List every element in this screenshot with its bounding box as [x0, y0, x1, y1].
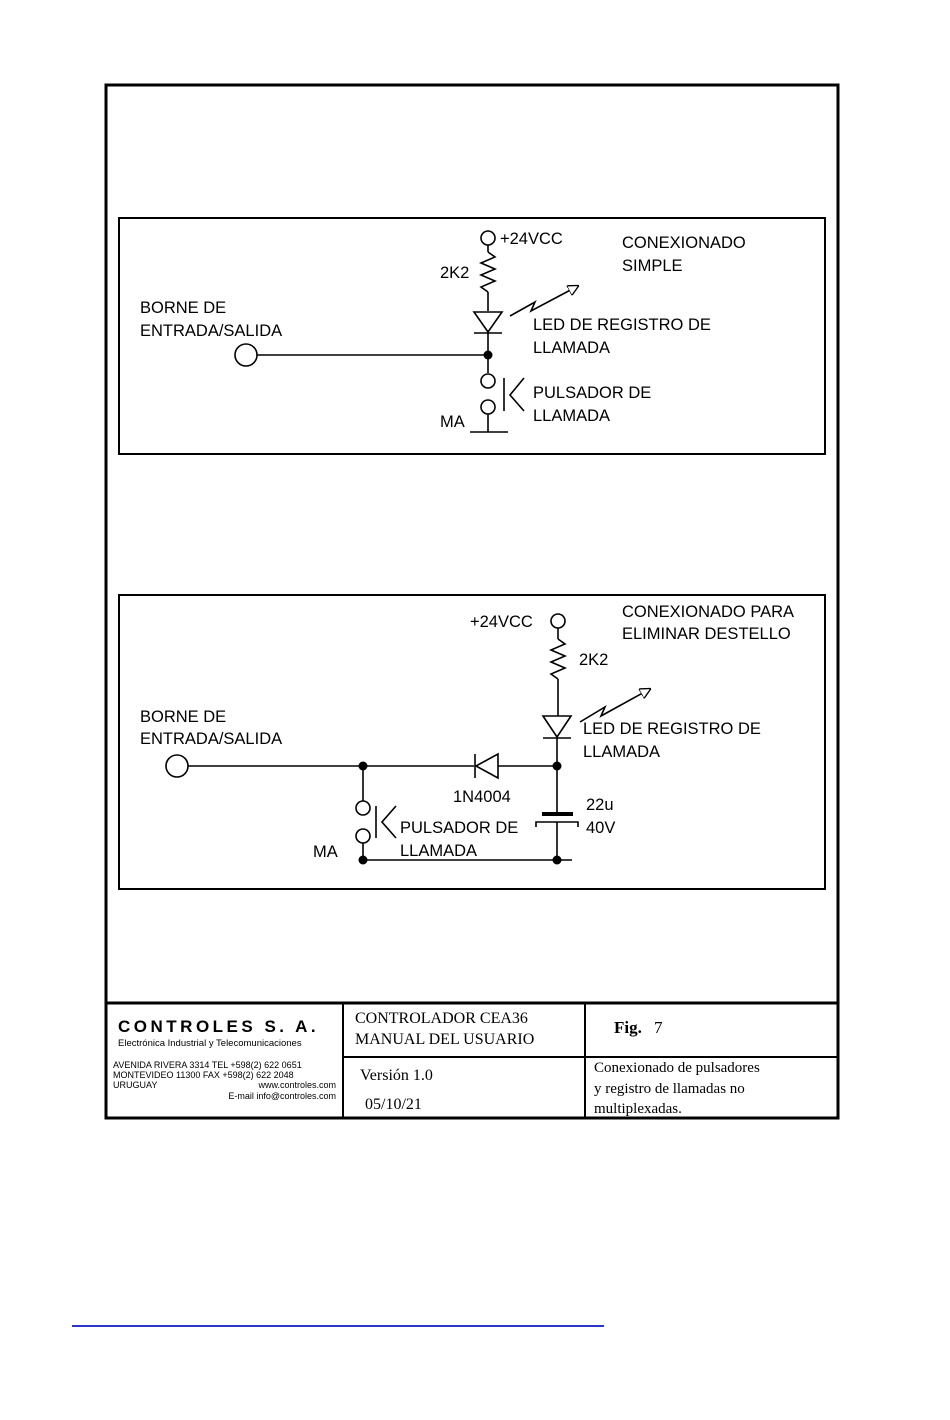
button-contact-top	[355, 800, 371, 816]
ground-label: MA	[440, 413, 465, 431]
button-contact-bottom	[480, 399, 496, 415]
diagram-anti-flicker: +24VCC 2K2 CONEXIONADO PARA ELIMINAR DES…	[118, 594, 826, 890]
fig-label: Fig.	[614, 1018, 642, 1037]
led-symbol	[472, 311, 504, 334]
company-name: CONTROLES S. A.	[118, 1017, 319, 1036]
company-address-line2: MONTEVIDEO 11300 FAX +598(2) 622 2048	[113, 1070, 294, 1080]
diagram-anti-flicker-frame	[118, 594, 826, 890]
led-label-line1: LED DE REGISTRO DE	[583, 720, 761, 738]
diagram-title-line1: CONEXIONADO PARA	[622, 603, 794, 621]
resistor-2k2	[548, 638, 568, 680]
diagram-title-line1: CONEXIONADO	[622, 234, 746, 252]
led-emission-arrow	[509, 286, 578, 317]
title-block: CONTROLES S. A. Electrónica Industrial y…	[106, 1001, 838, 1118]
figure-description-line1: Conexionado de pulsadores	[594, 1060, 760, 1076]
page-frame	[104, 83, 840, 1120]
capacitor-plate-top	[542, 812, 573, 816]
figure-description-line2: y registro de llamadas no	[594, 1081, 745, 1097]
capacitor-label-line2: 40V	[586, 819, 615, 837]
company-address-line3-left: URUGUAY	[113, 1080, 157, 1090]
led-emission-arrow	[579, 689, 650, 723]
supply-terminal	[550, 613, 566, 629]
button-contact-bottom	[355, 828, 371, 844]
button-contact-top	[480, 373, 496, 389]
company-email: E-mail info@controles.com	[228, 1091, 336, 1101]
button-label-line2: LLAMADA	[533, 407, 610, 425]
led-label-line2: LLAMADA	[533, 339, 610, 357]
ground-label: MA	[313, 843, 338, 861]
figure-description-line3: multiplexadas.	[594, 1101, 682, 1117]
terminal-label-line2: ENTRADA/SALIDA	[140, 322, 282, 340]
supply-terminal	[480, 230, 496, 246]
button-label-line1: PULSADOR DE	[400, 819, 518, 837]
capacitor-label-line1: 22u	[586, 796, 614, 814]
resistor-label: 2K2	[440, 264, 469, 282]
button-label-line2: LLAMADA	[400, 842, 477, 860]
led-symbol	[541, 715, 573, 739]
input-output-terminal	[165, 754, 189, 778]
diagram-simple-frame	[118, 217, 826, 455]
product-name: CONTROLADOR CEA36	[355, 1010, 528, 1027]
input-output-terminal	[234, 343, 258, 367]
terminal-label-line1: BORNE DE	[140, 708, 226, 726]
footnote-separator-line	[72, 1325, 604, 1327]
diagram-title-line2: ELIMINAR DESTELLO	[622, 625, 791, 643]
diagram-simple: +24VCC 2K2 CONEXIONADO SIMPLE BORNE DE E…	[118, 217, 826, 455]
supply-label: +24VCC	[500, 230, 563, 248]
company-address-line1: AVENIDA RIVERA 3314 TEL +598(2) 622 0651	[113, 1060, 302, 1070]
button-actuator-bracket	[508, 377, 525, 412]
manual-name: MANUAL DEL USUARIO	[355, 1031, 534, 1048]
supply-label: +24VCC	[470, 613, 533, 631]
company-subtitle: Electrónica Industrial y Telecomunicacio…	[118, 1038, 302, 1049]
terminal-label-line1: BORNE DE	[140, 299, 226, 317]
diode-1n4004	[474, 752, 499, 780]
resistor-label: 2K2	[579, 651, 608, 669]
led-label-line1: LED DE REGISTRO DE	[533, 316, 711, 334]
document-date: 05/10/21	[365, 1096, 422, 1113]
led-label-line2: LLAMADA	[583, 743, 660, 761]
resistor-2k2	[478, 251, 498, 293]
button-actuator-bracket	[380, 805, 397, 839]
fig-number: 7	[654, 1018, 663, 1037]
diagram-title-line2: SIMPLE	[622, 257, 683, 275]
version-label: Versión 1.0	[360, 1067, 433, 1084]
terminal-label-line2: ENTRADA/SALIDA	[140, 730, 282, 748]
button-label-line1: PULSADOR DE	[533, 384, 651, 402]
diode-label: 1N4004	[453, 788, 511, 806]
company-website: www.controles.com	[257, 1080, 336, 1090]
